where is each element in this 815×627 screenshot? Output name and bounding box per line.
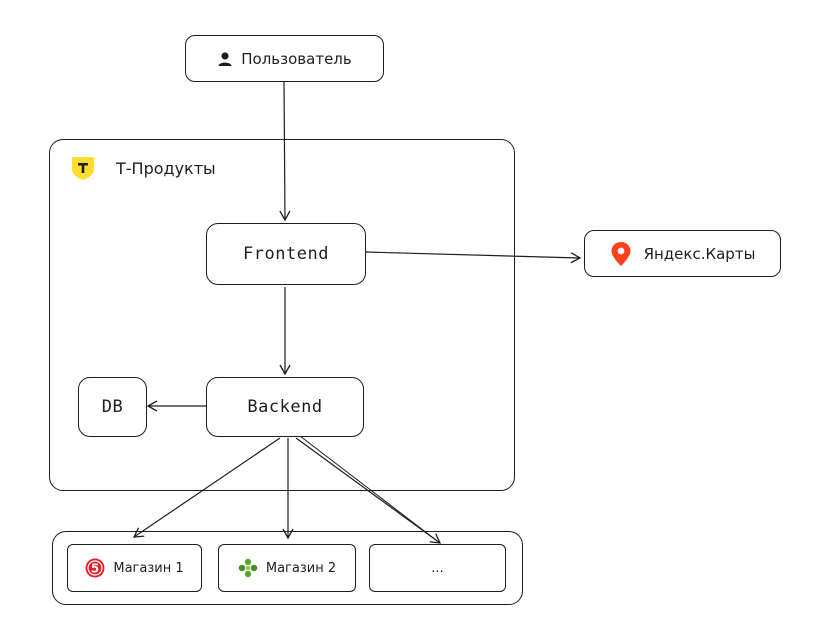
db-node[interactable]: DB (78, 377, 147, 437)
shop-2-label: Магазин 2 (265, 560, 337, 576)
t-bank-logo-icon (70, 155, 96, 181)
t-products-label: Т-Продукты (116, 158, 216, 178)
yandex-maps-label: Яндекс.Карты (643, 244, 756, 263)
shop-more-label: ... (431, 560, 444, 576)
shop-more-node[interactable]: ... (369, 544, 506, 592)
user-label: Пользователь (241, 49, 352, 68)
frontend-label: Frontend (243, 244, 329, 264)
shops-container (52, 531, 523, 605)
frontend-node[interactable]: Frontend (206, 223, 366, 285)
svg-text:5: 5 (91, 562, 99, 576)
db-label: DB (101, 397, 124, 417)
t-products-title: Т-Продукты (70, 155, 216, 181)
shop-1-node[interactable]: 5 Магазин 1 (67, 544, 202, 592)
shop-2-node[interactable]: Магазин 2 (218, 544, 356, 592)
backend-node[interactable]: Backend (206, 377, 364, 437)
map-pin-icon (610, 241, 632, 267)
t-products-group (49, 139, 515, 491)
yandex-maps-node[interactable]: Яндекс.Карты (584, 230, 781, 277)
backend-label: Backend (247, 397, 323, 417)
perekrestok-icon (238, 558, 258, 578)
user-icon (217, 51, 233, 67)
user-node[interactable]: Пользователь (185, 35, 384, 82)
pyaterochka-icon: 5 (85, 558, 105, 578)
shop-1-label: Магазин 1 (113, 560, 184, 576)
